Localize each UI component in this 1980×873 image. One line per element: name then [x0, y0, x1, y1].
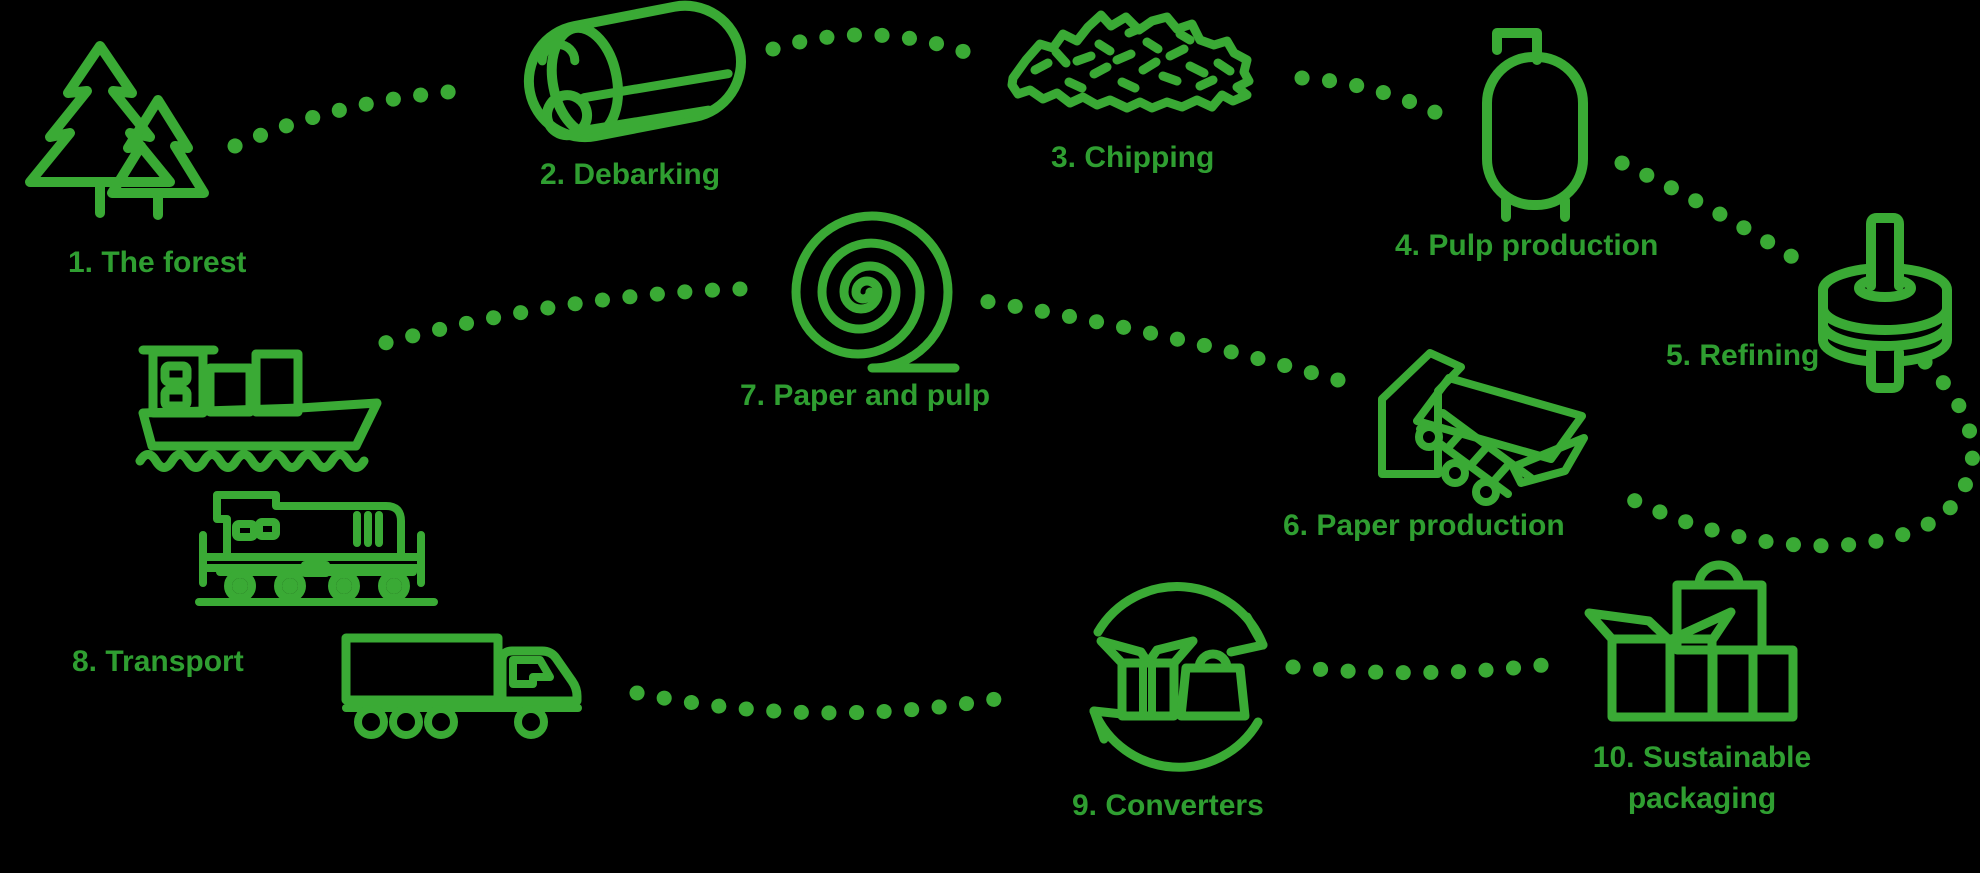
dotted-connector-6-7 — [970, 292, 1346, 388]
step-label-8: 8. Transport — [72, 645, 244, 678]
truck-icon — [341, 633, 582, 739]
cargo-ship-icon — [135, 345, 382, 472]
step-label-7: 7. Paper and pulp — [740, 379, 991, 412]
dotted-connector-1-2 — [227, 82, 480, 154]
converters-recycle-icon — [1089, 582, 1268, 772]
train-icon — [195, 491, 438, 606]
wood-chips-icon — [1007, 10, 1254, 113]
step-label-2: 2. Debarking — [540, 158, 721, 191]
step-label-1: 1. The forest — [68, 246, 247, 279]
dotted-connector-5-6 — [1604, 354, 1980, 554]
debarking-log-icon — [523, 0, 747, 143]
pulp-tank-icon — [1482, 28, 1588, 222]
step-label-6: 6. Paper production — [1283, 509, 1565, 542]
dotted-connector-8-9 — [629, 685, 1010, 721]
step-label-9: 9. Converters — [1072, 789, 1264, 822]
forest-trees-icon — [25, 41, 209, 220]
dotted-connector-9-10 — [1285, 655, 1568, 681]
refiner-disc-icon — [1818, 213, 1952, 393]
paper-roll-icon — [791, 211, 960, 373]
dotted-connector-2-3 — [765, 27, 994, 68]
step-label-4: 4. Pulp production — [1395, 229, 1659, 262]
dotted-connector-3-4 — [1294, 70, 1449, 123]
dotted-connector-4-5 — [1614, 155, 1810, 271]
step-label-10: 10. Sustainable packaging — [1592, 741, 1812, 815]
step-label-5: 5. Refining — [1666, 339, 1820, 372]
paper-machine-icon — [1378, 349, 1588, 506]
packaging-boxes-icon — [1584, 560, 1798, 722]
dotted-connector-7-8 — [355, 281, 748, 357]
step-label-3: 3. Chipping — [1051, 141, 1215, 174]
